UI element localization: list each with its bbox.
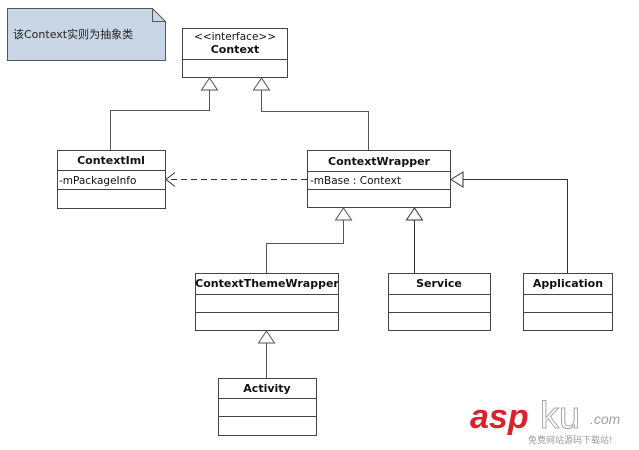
note-fold [152,8,166,22]
note: 该Context实则为抽象类 [7,8,166,61]
class-name: Service [416,277,462,290]
class-service[interactable]: Service [388,273,491,331]
generalization-service-contextwrapper [405,207,424,273]
generalization-contextiml-context [110,77,219,150]
class-activity[interactable]: Activity [218,378,317,436]
class-context[interactable]: <<interface>> Context [182,28,288,78]
generalization-themewrapper-contextwrapper [266,207,353,273]
generalization-activity-themewrapper [257,330,276,378]
watermark-domain: .com [590,411,621,427]
class-name: ContextWrapper [328,155,431,168]
class-attribute: -mPackageInfo [59,175,136,187]
generalization-application-contextwrapper [450,171,568,273]
inheritance-arrow-icon [450,171,464,188]
inheritance-arrow-icon [257,330,276,344]
watermark-brand-red: asp [470,398,529,436]
class-context-theme-wrapper[interactable]: ContextThemeWrapper [195,273,339,331]
class-attribute: -mBase : Context [310,175,401,187]
class-context-iml[interactable]: ContextIml -mPackageInfo [57,150,166,209]
class-context-wrapper[interactable]: ContextWrapper -mBase : Context [307,150,451,208]
generalization-contextwrapper-context [252,77,369,150]
dependency-mbase-contextiml [165,172,307,187]
watermark-slogan: 免费网站源码下载站! [528,434,613,446]
class-name: Activity [243,382,290,395]
class-name: ContextThemeWrapper [195,277,339,290]
note-shape [7,8,166,61]
open-arrow-icon [165,172,176,187]
inheritance-arrow-icon [200,77,219,91]
class-name: ContextIml [77,154,145,167]
class-name: Context [211,43,260,56]
note-text: 该Context实则为抽象类 [13,27,133,41]
class-application[interactable]: Application [523,273,613,331]
inheritance-arrow-icon [405,207,424,221]
watermark-brand-gray: ku [540,395,580,437]
watermark-logo: asp ku .com 免费网站源码下载站! [470,395,621,447]
class-name: Application [533,277,603,290]
inheritance-arrow-icon [334,207,353,221]
inheritance-arrow-icon [252,77,271,91]
class-stereotype: <<interface>> [194,31,276,43]
